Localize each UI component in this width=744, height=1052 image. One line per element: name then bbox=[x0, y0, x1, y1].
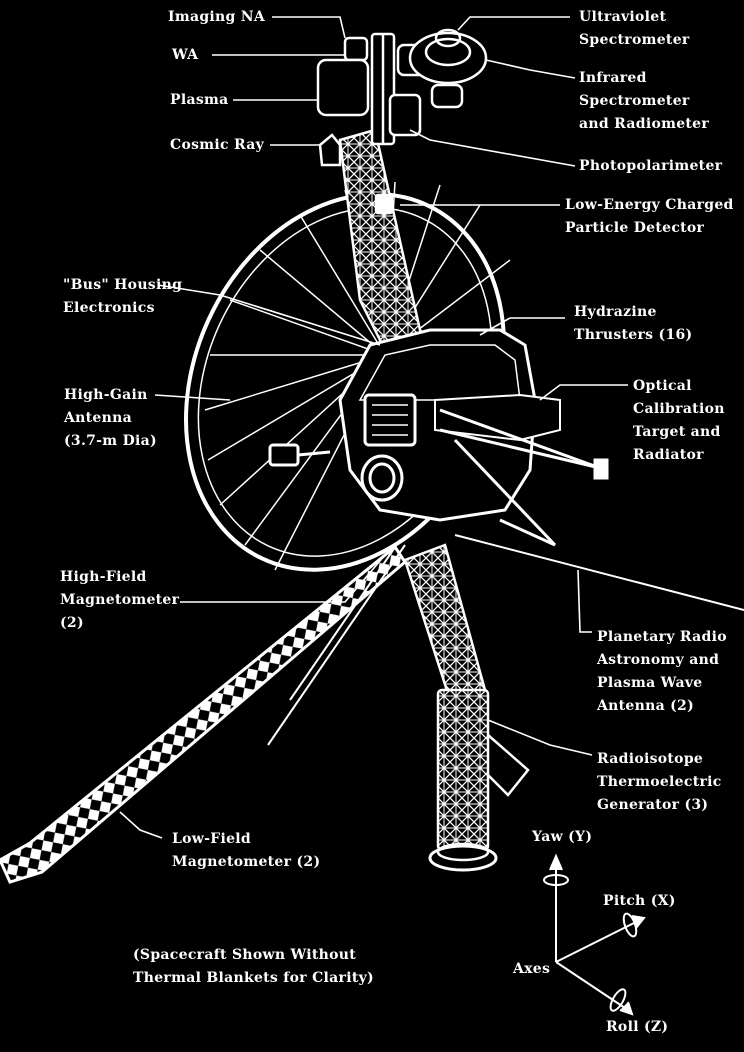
label-axes: Axes bbox=[513, 961, 551, 977]
leader-lines bbox=[119, 16, 628, 839]
label-cosmic-ray: Cosmic Ray bbox=[170, 137, 265, 153]
label-roll-axis: Roll (Z) bbox=[606, 1019, 669, 1035]
coordinate-axes bbox=[543, 853, 646, 1016]
instrument-platform bbox=[316, 28, 488, 215]
bus-housing bbox=[268, 328, 609, 547]
planetary-radio-antenna bbox=[267, 534, 744, 746]
label-imaging-na: Imaging NA bbox=[168, 9, 266, 25]
label-wa: WA bbox=[172, 47, 199, 63]
label-plasma: Plasma bbox=[170, 92, 229, 108]
rtg-boom bbox=[403, 543, 530, 872]
label-photopolarimeter: Photopolarimeter bbox=[579, 158, 723, 174]
label-yaw-axis: Yaw (Y) bbox=[532, 829, 593, 845]
label-pitch-axis: Pitch (X) bbox=[603, 893, 676, 909]
